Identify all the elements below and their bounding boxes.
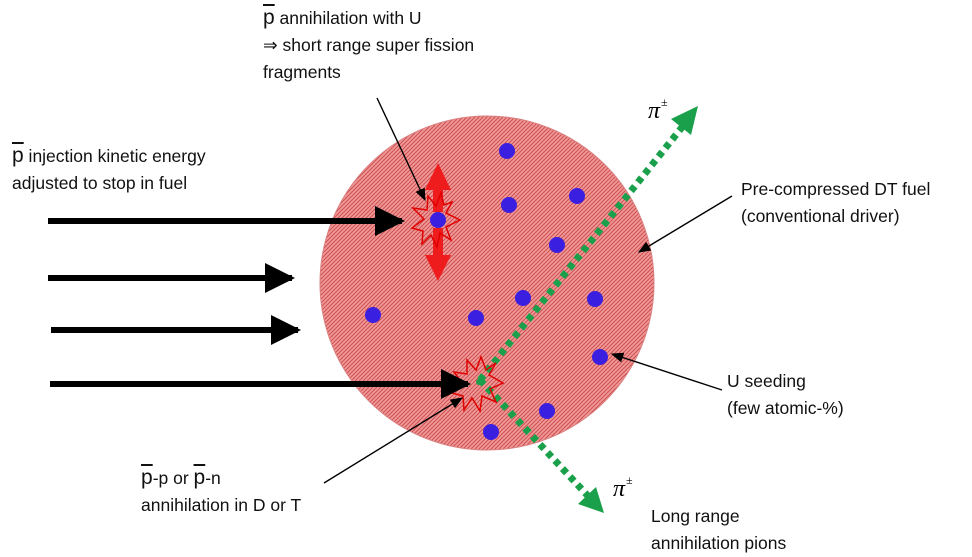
label-u-seeding: U seeding (few atomic-%) <box>727 371 844 418</box>
uranium-seed <box>468 310 484 326</box>
label-dt-annihilation: p-p or p-n annihilation in D or T <box>141 466 302 515</box>
uranium-seed <box>569 188 585 204</box>
pointer-uranium-annihilation <box>376 97 426 202</box>
dt-annihilation-point <box>476 379 482 385</box>
uranium-seed <box>587 291 603 307</box>
antiproton-symbol: p <box>263 6 275 29</box>
pion-symbol-upper: π± <box>648 95 668 124</box>
pion-arrowhead-up <box>671 106 698 135</box>
pion-track <box>477 106 698 513</box>
pointer-fuel <box>637 195 733 253</box>
uranium-seed <box>430 212 446 228</box>
antiproton-symbol: p <box>141 466 153 489</box>
fuel-sphere <box>319 115 655 451</box>
label-long-range-pions: Long range annihilation pions <box>651 506 787 553</box>
pion-symbol-lower: π± <box>613 473 633 502</box>
uranium-seed <box>499 143 515 159</box>
uranium-seed <box>549 237 565 253</box>
uranium-seed <box>515 290 531 306</box>
label-pbar-uranium-annihilation: p annihilation with U ⇒ short range supe… <box>263 6 475 82</box>
label-fuel: Pre-compressed DT fuel (conventional dri… <box>741 179 931 226</box>
annihilation-burst-upper <box>410 190 462 250</box>
uranium-seeds <box>365 143 608 440</box>
label-injection-energy: p injection kinetic energy adjusted to s… <box>12 144 206 193</box>
pointer-lines <box>323 97 733 484</box>
uranium-seed <box>483 424 499 440</box>
uranium-seed <box>592 349 608 365</box>
antiproton-beams <box>48 206 471 399</box>
uranium-seed <box>365 307 381 323</box>
pointer-seeding <box>610 352 723 391</box>
uranium-seed <box>501 197 517 213</box>
pointer-dt-annihilation <box>323 397 464 484</box>
antiproton-symbol: p <box>193 466 206 489</box>
pion-arrowhead-down <box>578 487 604 513</box>
antiproton-symbol: p <box>12 144 24 167</box>
uranium-seed <box>539 403 555 419</box>
